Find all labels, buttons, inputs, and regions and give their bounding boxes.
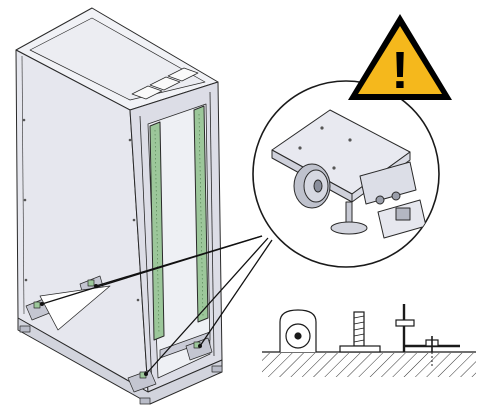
callout-dots [40, 284, 202, 376]
schematic-anchor-bracket [395, 304, 460, 366]
schematic-leveling-foot [339, 311, 381, 353]
detail-magnifier [252, 80, 440, 268]
mounting-bracket-icon [359, 161, 427, 239]
top-vent-plates [131, 67, 199, 100]
warning-symbol: ! [391, 42, 408, 100]
rack-cabinet [15, 7, 223, 405]
schematic-caster [279, 309, 317, 352]
leveling-foot-icon [330, 201, 368, 235]
stabilization-schematic [262, 304, 476, 377]
bottom-gusset [39, 285, 111, 331]
rail-holes [154, 113, 204, 335]
caster-icon [293, 163, 331, 209]
cabinet-feet [19, 325, 223, 405]
callout-lines [41, 235, 273, 375]
ground-hatch-icon [262, 353, 476, 377]
stabilizer-bracket-front-left [127, 369, 157, 393]
base-crossbar [159, 331, 211, 359]
side-panel-screws [22, 118, 140, 302]
warning-triangle-icon: ! [348, 14, 452, 100]
